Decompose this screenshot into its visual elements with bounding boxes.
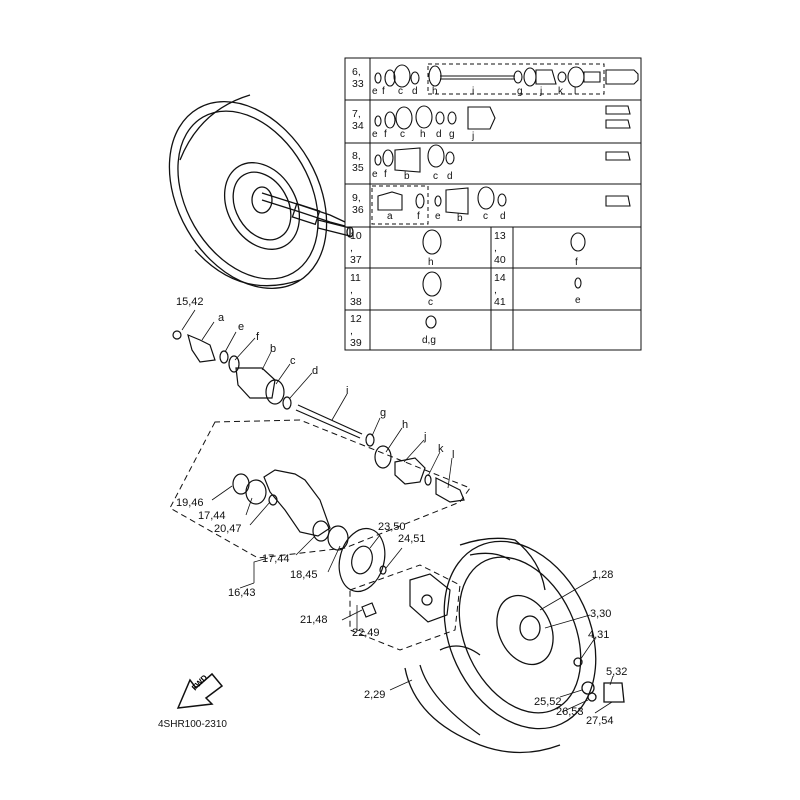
upper-wheel-assembly	[168, 94, 354, 290]
callout-26-53: 26,53	[556, 706, 584, 718]
table-letter: e	[575, 295, 581, 306]
table-letter: f	[417, 211, 420, 222]
callout-25-52: 25,52	[534, 696, 562, 708]
callout-i: i	[346, 385, 349, 397]
callout-c: c	[290, 355, 296, 367]
table-row-6-number: 6, 33	[352, 66, 364, 90]
table-letter: i	[472, 86, 475, 97]
table-letter: h	[428, 257, 434, 268]
callout-4-31: 4,31	[588, 629, 610, 641]
callout-21-48: 21,48	[300, 614, 328, 626]
callout-a: a	[218, 312, 225, 324]
table-letter: c	[428, 297, 433, 308]
callout-17-44-lower: 17,44	[262, 553, 290, 565]
callout-17-44-upper: 17,44	[198, 510, 226, 522]
callout-19-46: 19,46	[176, 497, 204, 509]
table-letter: f	[575, 257, 578, 268]
table-letter: c	[483, 211, 488, 222]
callout-16-43: 16,43	[228, 587, 256, 599]
table-letter: h	[420, 129, 426, 140]
table-row-9-number: 9, 36	[352, 192, 364, 216]
table-row-13-number: 13 , 40	[494, 230, 506, 266]
table-part-glyphs	[374, 64, 639, 329]
callout-22-49: 22,49	[352, 627, 380, 639]
callout-27-54: 27,54	[586, 715, 614, 727]
forward-direction-arrow-icon	[176, 672, 224, 709]
table-letter: f	[384, 169, 387, 180]
callout-20-47: 20,47	[214, 523, 242, 535]
callout-18-45: 18,45	[290, 569, 318, 581]
table-letter: e	[435, 211, 441, 222]
table-letter: f	[382, 86, 385, 97]
table-letter: h	[432, 86, 438, 97]
callout-23-50: 23,50	[378, 521, 406, 533]
table-row-14-number: 14 , 41	[494, 272, 506, 308]
table-letter: g	[517, 86, 523, 97]
table-letter: b	[404, 171, 410, 182]
table-letter: b	[457, 213, 463, 224]
table-letter: f	[384, 129, 387, 140]
table-row-10-number: 10 , 37	[350, 230, 362, 266]
table-letter: e	[372, 169, 378, 180]
table-letter: e	[372, 86, 378, 97]
diagram-reference-code: 4SHR100-2310	[158, 719, 227, 730]
callout-3-30: 3,30	[590, 608, 612, 620]
callout-d: d	[312, 365, 319, 377]
dashed-enclosures	[169, 419, 471, 651]
leader-lines	[181, 309, 614, 714]
callout-f: f	[256, 331, 260, 343]
callout-h: h	[402, 419, 409, 431]
table-letter: d	[447, 171, 453, 182]
callout-1-28: 1,28	[592, 569, 614, 581]
table-letter: l	[574, 86, 577, 97]
callout-e: e	[238, 321, 245, 333]
table-letter: d	[412, 86, 418, 97]
table-letter: g	[449, 129, 455, 140]
table-letter: a	[387, 211, 393, 222]
table-letter: c	[433, 171, 438, 182]
table-letter: d,g	[422, 335, 436, 346]
table-row-8-number: 8, 35	[352, 150, 364, 174]
exploded-parts	[172, 330, 465, 623]
callout-k: k	[438, 443, 444, 455]
callout-l: l	[452, 449, 455, 461]
callout-2-29: 2,29	[364, 689, 386, 701]
table-row-12-number: 12 , 39	[350, 313, 362, 349]
lower-wheel-assembly	[404, 537, 625, 754]
table-letter: c	[398, 86, 403, 97]
callout-5-32: 5,32	[606, 666, 628, 678]
table-letter: k	[558, 86, 563, 97]
table-row-11-number: 11 , 38	[350, 272, 362, 308]
callout-j: j	[424, 431, 427, 443]
table-letter: e	[372, 129, 378, 140]
table-row-7-number: 7, 34	[352, 108, 364, 132]
table-letter: d	[436, 129, 442, 140]
callout-15-42: 15,42	[176, 296, 204, 308]
table-letter: d	[500, 211, 506, 222]
table-letter: c	[400, 129, 405, 140]
table-letter: j	[540, 86, 543, 97]
callout-24-51: 24,51	[398, 533, 426, 545]
table-letter: j	[472, 131, 475, 142]
callout-b: b	[270, 343, 277, 355]
callout-g: g	[380, 407, 387, 419]
parts-reference-table	[344, 57, 642, 351]
